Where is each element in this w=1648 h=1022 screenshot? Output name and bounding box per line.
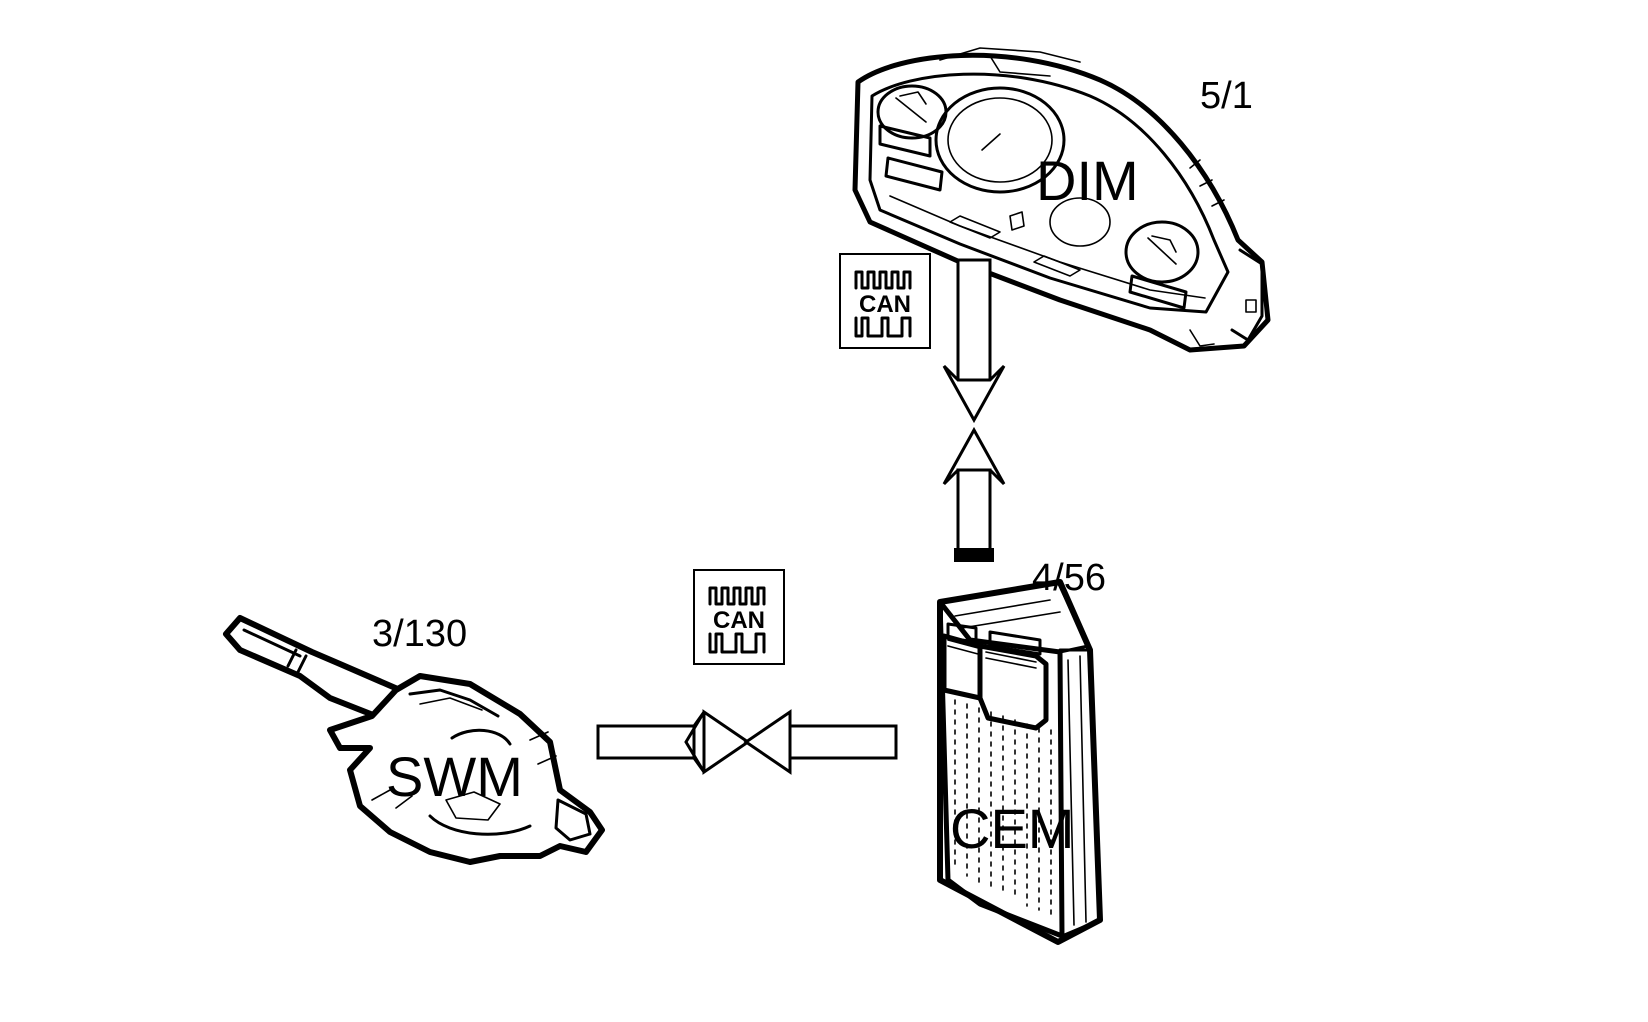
link-bar-left [596,724,696,760]
swm-cem-can-link [596,709,898,775]
arrow-left-head-right [743,709,792,775]
can-label-dim-cem: CAN [859,291,911,318]
dim-label: DIM [1036,149,1139,212]
swm-steering-module [223,615,605,865]
can-label-swm-cem: CAN [713,607,765,634]
swm-ref-number: 3/130 [372,613,467,655]
swm-label: SWM [386,745,523,808]
arrow-down-icon [942,364,1006,424]
cem-module [937,579,1103,945]
link-bar-right [788,724,898,760]
cem-ref-number: 4/56 [1032,557,1106,599]
cem-pin-grid [954,699,1052,915]
arrow-right-head-left [702,709,751,775]
cem-label: CEM [950,797,1074,860]
link-bar-base [954,548,994,562]
can-bus-icon-swm-cem: CAN [693,569,785,665]
dim-cem-can-link [942,258,1006,562]
link-bar-upper [956,258,992,382]
can-bus-icon-dim-cem: CAN [839,253,931,349]
dim-instrument-cluster [852,47,1271,353]
link-bar-lower [956,468,992,560]
dim-ref-number: 5/1 [1200,75,1253,117]
arrow-left-icon [684,711,706,773]
